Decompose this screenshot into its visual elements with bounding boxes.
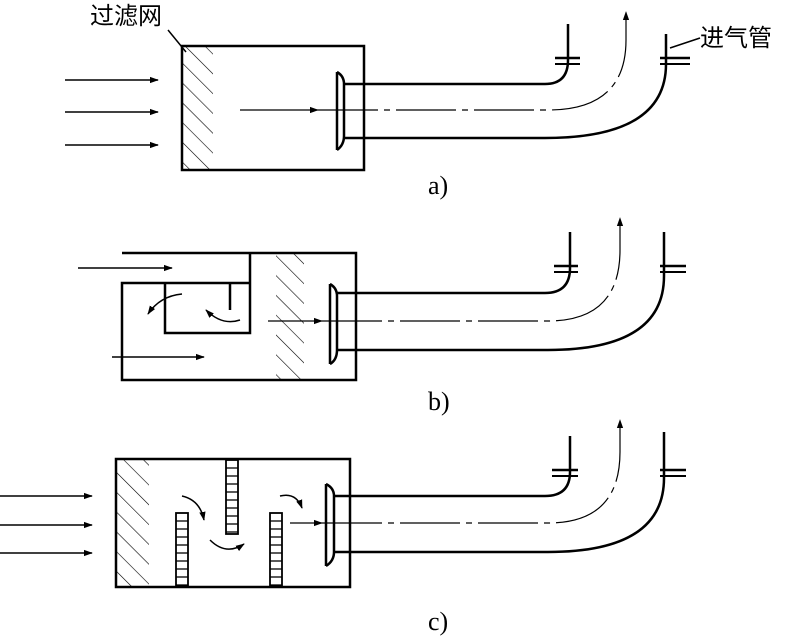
intake-pipe-lower-a bbox=[344, 34, 668, 140]
filter-housing-b bbox=[120, 251, 358, 382]
curved-flow-arrow bbox=[147, 293, 183, 315]
bell-mouth-c bbox=[325, 482, 336, 568]
curved-flow-arrow bbox=[209, 539, 245, 552]
filter-label: 过滤网 bbox=[90, 2, 162, 30]
figure-b: b) bbox=[78, 217, 686, 416]
intake-pipe-lower-c bbox=[334, 432, 666, 554]
intake-pipe-label: 进气管 bbox=[700, 24, 772, 52]
bell-mouth-b bbox=[329, 282, 339, 366]
intake-pipe-upper-a bbox=[344, 24, 570, 86]
filter-label-leader bbox=[167, 29, 187, 53]
perforated-baffle bbox=[175, 512, 189, 587]
figure-a: 过滤网 进气管 a) bbox=[65, 2, 772, 200]
center-line-c bbox=[322, 419, 624, 524]
curved-flow-arrow bbox=[181, 495, 206, 521]
filter-screen-c bbox=[117, 460, 149, 586]
curved-flow-arrow bbox=[279, 494, 303, 509]
caption-a: a) bbox=[428, 171, 448, 200]
caption-b: b) bbox=[428, 387, 450, 416]
filter-screen-b bbox=[276, 254, 304, 379]
baffle-b bbox=[163, 253, 252, 335]
curved-flow-arrow bbox=[205, 309, 241, 323]
center-line-a bbox=[318, 11, 630, 111]
filter-housing-a bbox=[180, 44, 366, 172]
perforated-baffle bbox=[225, 459, 239, 535]
perforated-baffle bbox=[269, 512, 283, 587]
intake-pipe-label-leader bbox=[669, 37, 701, 49]
filter-screen-a bbox=[183, 47, 213, 169]
caption-c: c) bbox=[428, 607, 448, 636]
center-line-b bbox=[322, 217, 624, 322]
intake-pipe-lower-b bbox=[337, 232, 666, 352]
intake-pipe-upper-c bbox=[334, 436, 572, 498]
figure-c: c) bbox=[0, 419, 686, 636]
intake-pipe-upper-b bbox=[337, 232, 572, 295]
